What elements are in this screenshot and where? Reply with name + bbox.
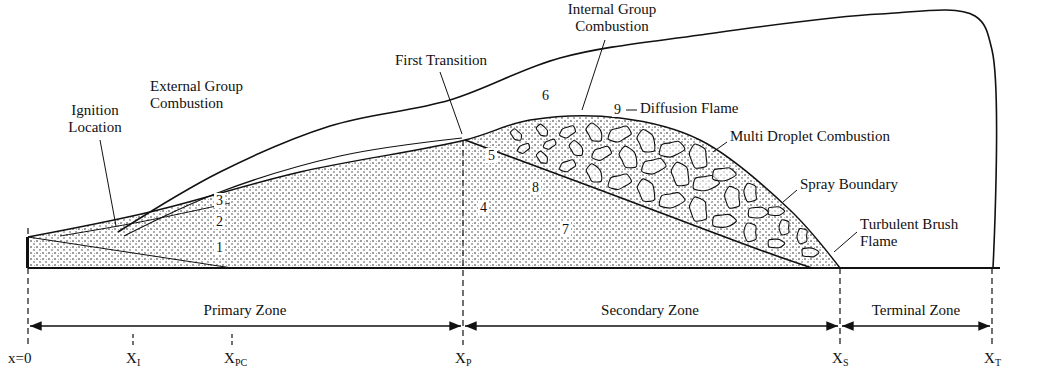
dense-spray-boundary bbox=[465, 140, 812, 268]
zone-label: Terminal Zone bbox=[872, 302, 961, 319]
axis-subscript: S bbox=[843, 357, 849, 368]
spray-region bbox=[28, 116, 840, 268]
axis-label: X bbox=[126, 350, 137, 367]
callout-label: Spray Boundary bbox=[800, 176, 898, 193]
droplet-group bbox=[637, 129, 655, 152]
zone-label: Primary Zone bbox=[204, 302, 287, 319]
axis-line bbox=[28, 267, 1000, 269]
zone-arrow bbox=[842, 325, 990, 326]
dashed-marker bbox=[839, 268, 840, 345]
dashed-marker bbox=[991, 268, 992, 345]
region-boundary bbox=[60, 203, 230, 236]
callout-label: First Transition bbox=[395, 52, 487, 69]
droplet-group bbox=[713, 214, 737, 227]
droplet-group bbox=[619, 146, 637, 168]
callout-number: 2 bbox=[214, 214, 225, 229]
droplet-group bbox=[637, 179, 655, 202]
droplet-group bbox=[642, 158, 667, 174]
droplet-group bbox=[748, 207, 768, 218]
droplet-group bbox=[797, 228, 807, 243]
droplet-group bbox=[592, 146, 612, 160]
tick-mark bbox=[231, 334, 232, 346]
callout-number: 1 bbox=[214, 240, 225, 255]
droplet-group bbox=[659, 193, 685, 208]
droplet-group bbox=[569, 141, 582, 156]
axis-subscript: T bbox=[995, 357, 1001, 368]
zone-label: Secondary Zone bbox=[601, 302, 699, 319]
droplet-group bbox=[671, 162, 689, 186]
axis-label: X bbox=[984, 350, 995, 367]
droplet-group bbox=[510, 129, 521, 141]
callout-label: Diffusion Flame bbox=[640, 100, 738, 117]
droplet-group bbox=[744, 183, 757, 202]
droplet-group bbox=[689, 144, 707, 168]
droplet-group bbox=[536, 124, 547, 136]
dashed-marker bbox=[462, 140, 463, 345]
droplet-group bbox=[608, 174, 631, 190]
leader-line bbox=[100, 140, 116, 226]
droplet-group bbox=[586, 164, 601, 182]
axis-label: X bbox=[832, 350, 843, 367]
region-label: Internal Group Combustion bbox=[547, 1, 677, 35]
spray-boundary bbox=[28, 116, 840, 268]
droplet-group bbox=[560, 160, 576, 172]
droplet-group bbox=[586, 123, 602, 141]
zone-arrow bbox=[30, 325, 461, 326]
axis-label: X bbox=[224, 350, 235, 367]
callout-number: 3 bbox=[214, 193, 225, 208]
callout-number: 8 bbox=[530, 180, 541, 195]
droplet-group bbox=[659, 141, 685, 157]
core-boundary bbox=[28, 237, 232, 268]
leader-line bbox=[626, 110, 637, 111]
droplet-group bbox=[744, 223, 756, 242]
dashed-marker bbox=[27, 228, 28, 345]
leader-line bbox=[440, 72, 462, 134]
droplet-group bbox=[768, 207, 785, 216]
axis-label: x=0 bbox=[8, 350, 31, 367]
droplet-group bbox=[517, 143, 529, 153]
leader-line bbox=[834, 232, 857, 252]
droplet-group bbox=[725, 186, 740, 208]
droplet-group bbox=[560, 126, 576, 138]
tick-mark bbox=[132, 334, 133, 346]
callout-number: 4 bbox=[478, 200, 489, 215]
droplet-group bbox=[802, 248, 819, 257]
droplet-group bbox=[543, 139, 556, 149]
callout-number: 5 bbox=[486, 148, 497, 163]
droplet-group bbox=[713, 168, 737, 181]
axis-subscript: P bbox=[466, 357, 472, 368]
callout-label: Ignition Location bbox=[50, 102, 140, 136]
leader-line bbox=[713, 142, 727, 152]
flame-envelope bbox=[118, 10, 997, 268]
axis-label: X bbox=[455, 350, 466, 367]
axis-subscript: I bbox=[137, 357, 140, 368]
droplet-group bbox=[536, 151, 547, 163]
region-label: External Group Combustion bbox=[150, 78, 290, 112]
callout-label: Turbulent Brush Flame bbox=[860, 216, 975, 250]
droplet-group bbox=[689, 197, 706, 221]
callout-number: 7 bbox=[560, 222, 571, 237]
axis-subscript: PC bbox=[235, 357, 247, 368]
leader-line bbox=[582, 40, 605, 110]
group-flame-line bbox=[124, 138, 462, 236]
leader-line bbox=[783, 190, 797, 202]
callout-number: 9 bbox=[612, 102, 623, 117]
droplet-group bbox=[768, 239, 785, 248]
droplet-group bbox=[779, 220, 789, 235]
zone-arrow bbox=[465, 325, 838, 326]
callout-number: 6 bbox=[540, 88, 551, 103]
callout-label: Multi Droplet Combustion bbox=[730, 128, 890, 145]
droplet-group bbox=[608, 126, 631, 142]
